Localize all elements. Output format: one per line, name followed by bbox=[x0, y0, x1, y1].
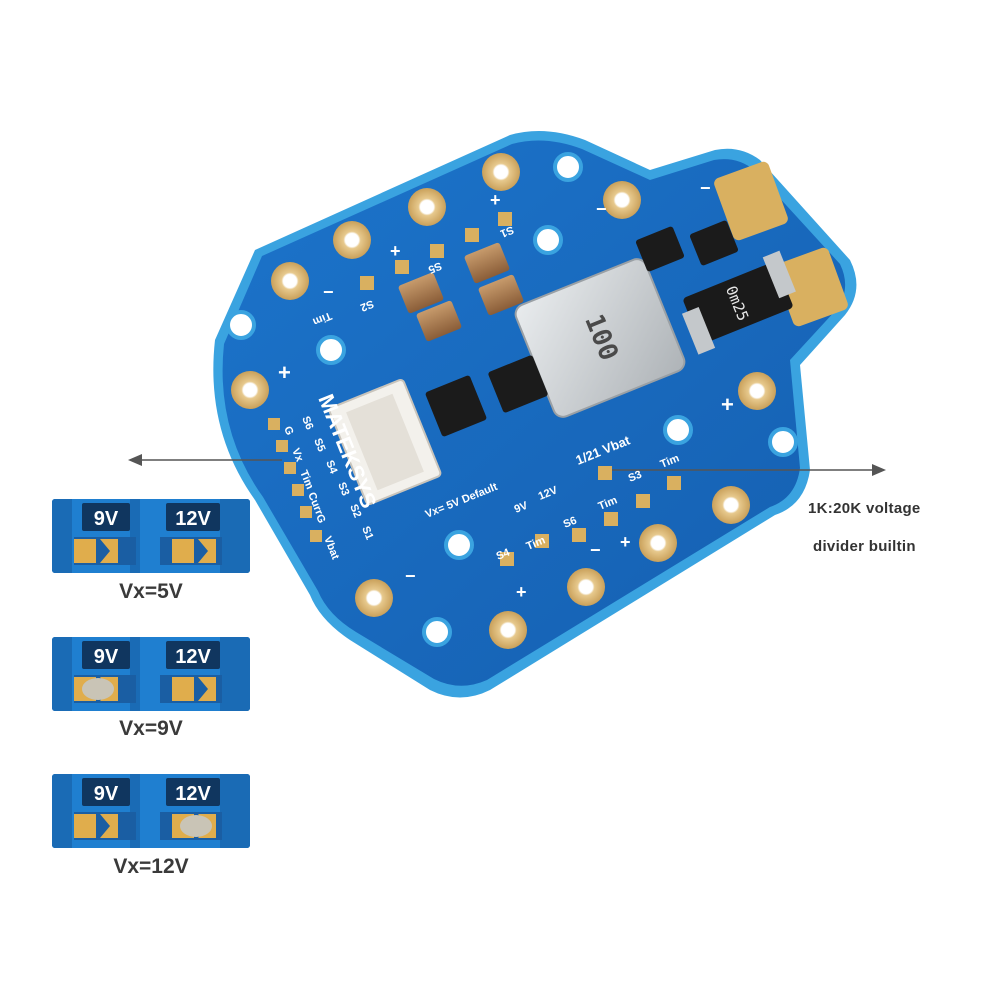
pad-label-s6: S6 bbox=[299, 415, 315, 432]
swatch-left-label: 9V bbox=[94, 508, 119, 530]
pad-label-s2: S2 bbox=[347, 503, 363, 520]
plus-mark-bottom2: + bbox=[516, 582, 527, 602]
vx-option-swatch: 9V 12V bbox=[52, 499, 250, 573]
vx-option-caption: Vx=9V bbox=[119, 717, 183, 740]
swatch-right-label: 12V bbox=[175, 508, 211, 530]
plus-mark-top2: + bbox=[390, 241, 401, 261]
pad-label-top-1: S2 bbox=[358, 297, 375, 313]
callout-line-1: 1K:20K voltage bbox=[808, 500, 921, 517]
plus-mark-bottom: + bbox=[620, 532, 631, 552]
vx-option-swatch: 9V 12V bbox=[52, 774, 250, 848]
shunt-resistor: 0m25 bbox=[681, 250, 796, 355]
plus-mark-right: + bbox=[721, 392, 734, 417]
pad-label-left2-0: G bbox=[281, 425, 295, 437]
inductor: 100 bbox=[514, 258, 686, 418]
pad-label-bottom-6: S3 bbox=[627, 469, 644, 485]
swatch-right-label: 12V bbox=[175, 646, 211, 668]
callout-line-2: divider builtin bbox=[813, 538, 916, 555]
motor-pads bbox=[231, 153, 776, 649]
pad-label-s3: S3 bbox=[335, 481, 351, 498]
pad-label-left2-4: G bbox=[313, 513, 327, 525]
plus-mark-left: + bbox=[278, 360, 291, 385]
signal-pads bbox=[268, 212, 681, 566]
swatch-right-label: 12V bbox=[175, 783, 211, 805]
swatch-left-label: 9V bbox=[94, 783, 119, 805]
pad-label-bottom-2: S4 bbox=[495, 546, 513, 562]
minus-mark-top: − bbox=[323, 282, 334, 302]
arrow-right bbox=[612, 464, 886, 476]
ics bbox=[425, 220, 739, 437]
minus-mark-bottom: − bbox=[590, 540, 601, 560]
pad-label-s5: S5 bbox=[311, 437, 327, 454]
minus-mark-battery: − bbox=[700, 178, 711, 198]
plus-mark-top: + bbox=[490, 190, 501, 210]
pad-label-bottom-0: 9V bbox=[513, 499, 531, 515]
pad-label-bottom-4: S6 bbox=[562, 515, 579, 531]
pad-label-top-0: S1 bbox=[498, 223, 515, 239]
vx-option-caption: Vx=12V bbox=[113, 855, 189, 878]
capacitors bbox=[398, 242, 524, 342]
jst-connector bbox=[328, 379, 442, 505]
vx-option-caption: Vx=5V bbox=[119, 580, 183, 603]
swatch-left-label: 9V bbox=[94, 646, 119, 668]
battery-pads bbox=[714, 161, 848, 327]
pad-label-s1: S1 bbox=[359, 525, 375, 542]
pcb-body bbox=[213, 131, 857, 698]
pad-label-s4: S4 bbox=[323, 459, 339, 477]
minus-mark-top2: − bbox=[596, 199, 607, 219]
pad-label-top-3: S5 bbox=[426, 259, 443, 275]
pad-label-left2-1: Vx bbox=[289, 447, 305, 465]
mounting-holes bbox=[226, 152, 798, 647]
arrow-left bbox=[128, 454, 282, 466]
minus-mark-left: − bbox=[405, 566, 416, 586]
vx-option-swatch: 9V 12V bbox=[52, 637, 250, 711]
